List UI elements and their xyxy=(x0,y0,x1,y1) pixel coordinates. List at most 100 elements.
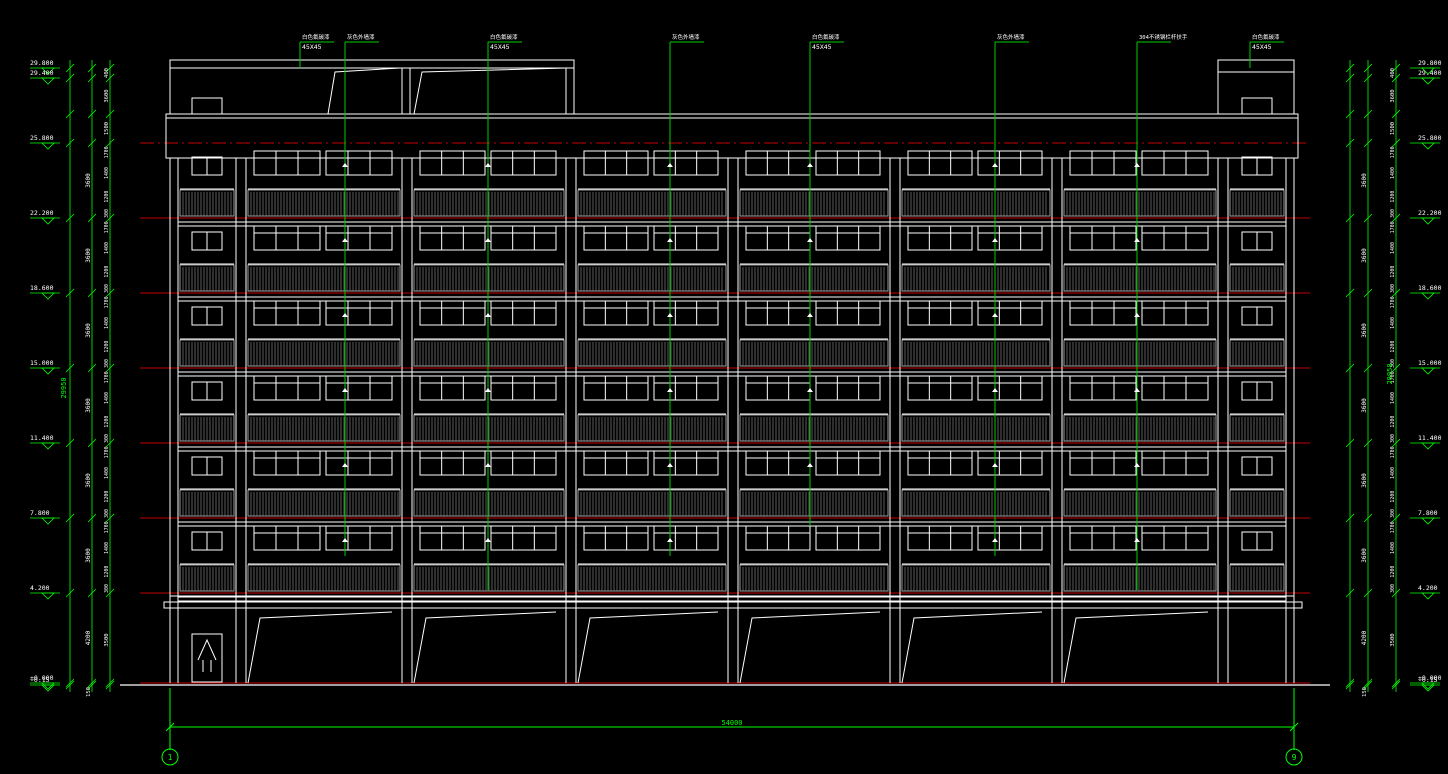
window-0-2-1 xyxy=(490,150,557,176)
axis-label-1: 1 xyxy=(168,753,173,762)
callout-sub-7: 45X45 xyxy=(1252,43,1272,51)
railing-3-3 xyxy=(577,414,727,442)
window-3-3-1 xyxy=(653,375,719,401)
window-2-2-1 xyxy=(490,300,557,326)
left-floor-sub-dim-1-1: 1400 xyxy=(104,242,110,254)
window-1-6-1 xyxy=(1141,225,1209,251)
left-floor-sub-dim-5-1: 1400 xyxy=(104,542,110,554)
window-1-3-0 xyxy=(583,225,649,251)
left-elev-label-0: 29.800 xyxy=(30,59,54,67)
right-floor-sub-dim-2-3: 300 xyxy=(1390,359,1396,368)
window-0-5-1 xyxy=(977,150,1043,176)
right-elev-triangle-8 xyxy=(1421,592,1435,600)
overall-width-dimension: 54000 xyxy=(165,688,1299,750)
right-floor-sub-dim-5-1: 1400 xyxy=(1390,542,1396,554)
window-2-5-0 xyxy=(907,300,973,326)
railing-3-4 xyxy=(739,414,889,442)
entrance-door-symbol xyxy=(197,638,217,672)
right-elev-label-4: 18.600 xyxy=(1418,284,1442,292)
roof-door-left xyxy=(191,97,223,115)
window-4-5-0 xyxy=(907,450,973,476)
left-floor-sub-dim-5-2: 1200 xyxy=(104,566,110,578)
axis-bubble-1: 1 xyxy=(161,748,179,766)
left-elev-triangle-7 xyxy=(41,517,55,525)
right-elev-triangle-5 xyxy=(1421,367,1435,375)
window-2-5-1 xyxy=(977,300,1043,326)
window-5-3-1 xyxy=(653,525,719,551)
right-elev-triangle-9 xyxy=(1421,682,1435,690)
left-elev-triangle-10 xyxy=(41,684,55,692)
left-storey-dim-2: 3600 xyxy=(85,323,92,338)
material-callout-leaders: 白色氟碳漆45X45灰色外墙漆白色氟碳漆45X45灰色外墙漆白色氟碳漆45X45… xyxy=(299,33,1284,590)
callout-label-6: 304不锈钢栏杆扶手 xyxy=(1139,33,1188,41)
right-floor-sub-dim-0-0: 1700 xyxy=(1390,146,1396,158)
railing-4-5 xyxy=(901,489,1051,517)
callout-label-4: 白色氟碳漆 xyxy=(812,33,840,41)
railing-3-1 xyxy=(247,414,401,442)
window-3-5-1 xyxy=(977,375,1043,401)
roof-door-right xyxy=(1241,97,1273,115)
podium-ledge xyxy=(163,601,1303,609)
floor-level-lines xyxy=(140,142,1310,684)
right-dimension-chain: 29.80029.40025.80022.20018.60015.00011.4… xyxy=(1345,59,1442,697)
window-1-4-1 xyxy=(815,225,881,251)
window-5-4-1 xyxy=(815,525,881,551)
right-elev-triangle-2 xyxy=(1421,142,1435,150)
left-floor-sub-dim-5-0: 1700 xyxy=(104,521,110,533)
window-0-6-0 xyxy=(1069,150,1137,176)
left-floor-sub-dim-2-2: 1200 xyxy=(104,341,110,353)
window-0-5-0 xyxy=(907,150,973,176)
right-elev-triangle-0 xyxy=(1421,67,1435,75)
railing-1-3 xyxy=(577,264,727,292)
left-elev-triangle-9 xyxy=(41,682,55,690)
right-floor-sub-dim-2-0: 1700 xyxy=(1390,296,1396,308)
right-floor-sub-dim-5-3: 300 xyxy=(1390,584,1396,593)
left-floor-sub-dim-1-0: 1700 xyxy=(104,221,110,233)
roof-cornice xyxy=(165,113,1299,159)
window-4-2-0 xyxy=(419,450,486,476)
right-floor-sub-dim-5-2: 1200 xyxy=(1390,566,1396,578)
left-floor-sub-dim-4-1: 1400 xyxy=(104,467,110,479)
right-floor-sub-dim-4-1: 1400 xyxy=(1390,467,1396,479)
right-storey-dim-0: 3600 xyxy=(1361,173,1368,188)
left-floor-sub-dim-3-3: 300 xyxy=(104,434,110,443)
left-elev-triangle-3 xyxy=(41,217,55,225)
callout-label-7: 白色氟碳漆 xyxy=(1252,33,1280,41)
left-elev-triangle-5 xyxy=(41,367,55,375)
roof-ramp-left xyxy=(327,67,401,115)
ground-ramp-5 xyxy=(1063,611,1209,684)
window-3-4-1 xyxy=(815,375,881,401)
right-elev-label-8: 4.200 xyxy=(1418,584,1438,592)
left-floor-sub-dim-0-2: 1200 xyxy=(104,191,110,203)
window-5-6-0 xyxy=(1069,525,1137,551)
callout-sub-4: 45X45 xyxy=(812,43,832,51)
right-ground-sub-dim: 3500 xyxy=(1390,633,1396,646)
window-3-3-0 xyxy=(583,375,649,401)
left-elev-triangle-4 xyxy=(41,292,55,300)
railing-0-4 xyxy=(739,189,889,217)
railing-0-5 xyxy=(901,189,1051,217)
window-0-6-1 xyxy=(1141,150,1209,176)
right-elev-label-7: 7.800 xyxy=(1418,509,1438,517)
right-storey-dim-5: 3600 xyxy=(1361,548,1368,563)
railing-0-3 xyxy=(577,189,727,217)
left-floor-sub-dim-1-2: 1200 xyxy=(104,266,110,278)
right-roof-dim-2: 1500 xyxy=(1390,122,1396,135)
window-5-4-0 xyxy=(745,525,811,551)
left-storey-dim-1: 3600 xyxy=(85,248,92,263)
railing-2-6 xyxy=(1063,339,1217,367)
window-3-6-1 xyxy=(1141,375,1209,401)
left-storey-dim-4: 3600 xyxy=(85,473,92,488)
window-5-5-1 xyxy=(977,525,1043,551)
right-floor-sub-dim-5-0: 1700 xyxy=(1390,521,1396,533)
window-5-3-0 xyxy=(583,525,649,551)
left-elev-label-10: -0.15 xyxy=(30,676,50,684)
right-roof-dim-0: 400 xyxy=(1390,68,1396,78)
left-floor-sub-dim-3-2: 1200 xyxy=(104,416,110,428)
window-5-6-1 xyxy=(1141,525,1209,551)
railing-0-6 xyxy=(1063,189,1217,217)
left-elev-triangle-2 xyxy=(41,142,55,150)
left-bottom-dim: 150 xyxy=(86,687,92,697)
railing-2-4 xyxy=(739,339,889,367)
